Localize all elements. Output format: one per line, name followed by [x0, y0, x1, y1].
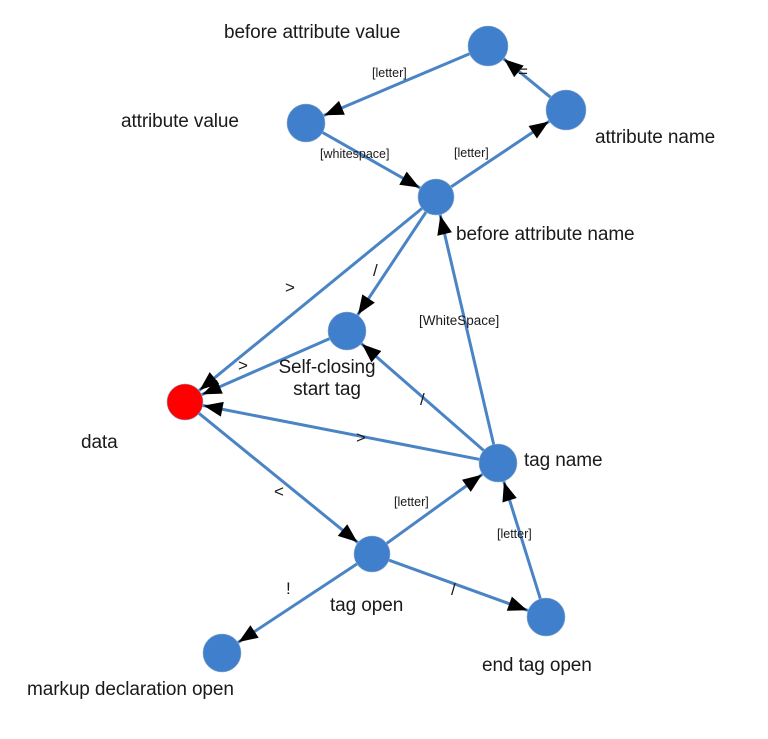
arrowhead-data-to-tag_open — [337, 524, 358, 543]
node-label-attribute_value: attribute value — [121, 111, 239, 132]
arrowhead-before_attribute_value-to-attribute_value — [324, 100, 345, 116]
node-label-data: data — [81, 432, 118, 453]
edge-label-attribute_value-to-before_attribute_name: [whitespace] — [320, 147, 390, 161]
edge-label-before_attribute_name-to-attribute_name: [letter] — [454, 146, 489, 160]
edge-self_closing_start_tag-to-data — [199, 336, 332, 397]
edge-label-data-to-tag_open: < — [274, 482, 284, 501]
node-tag_name[interactable] — [478, 443, 518, 483]
arrowhead-before_attribute_name-to-attribute_name — [528, 121, 549, 139]
edge-label-attribute_name-to-before_attribute_value: = — [518, 62, 528, 81]
arrowhead-before_attribute_name-to-self_closing_start_tag — [358, 294, 375, 315]
node-tag_open[interactable] — [353, 535, 391, 573]
node-label-attribute_name: attribute name — [595, 127, 716, 148]
edge-label-tag_open-to-markup_declaration_open: ! — [286, 579, 291, 598]
edge-before_attribute_name-to-data — [197, 206, 424, 393]
arrowhead-self_closing_start_tag-to-data — [202, 379, 223, 395]
arrowhead-tag_open-to-tag_name — [461, 474, 482, 492]
node-label-tag_name: tag name — [524, 450, 603, 471]
node-attribute_name[interactable] — [545, 89, 587, 131]
node-data[interactable] — [166, 383, 204, 421]
arrowhead-tag_name-to-before_attribute_name — [437, 215, 452, 236]
edge-label-self_closing_start_tag-to-data: > — [238, 356, 248, 375]
node-label-markup_declaration_open: markup declaration open — [27, 679, 234, 700]
node-before_attribute_value[interactable] — [467, 25, 509, 67]
edge-label-tag_name-to-before_attribute_name: [WhiteSpace] — [419, 313, 500, 328]
edge-tag_open-to-end_tag_open — [387, 558, 530, 613]
edge-label-before_attribute_name-to-self_closing_start_tag: / — [373, 261, 378, 280]
edge-label-tag_open-to-end_tag_open: / — [451, 580, 456, 599]
edge-tag_name-to-self_closing_start_tag — [359, 341, 486, 453]
node-label-before_attribute_value: before attribute value — [224, 22, 401, 43]
edge-label-tag_open-to-tag_name: [letter] — [394, 495, 429, 509]
node-label-end_tag_open: end tag open — [482, 655, 592, 676]
node-end_tag_open[interactable] — [526, 597, 566, 637]
arrowhead-before_attribute_name-to-data — [199, 372, 220, 390]
arrowhead-tag_name-to-data — [203, 401, 224, 417]
edge-label-end_tag_open-to-tag_name: [letter] — [497, 527, 532, 541]
arrowhead-attribute_name-to-before_attribute_value — [504, 59, 524, 78]
edge-tag_name-to-data — [201, 403, 481, 462]
edge-label-tag_name-to-self_closing_start_tag: / — [420, 390, 425, 409]
nodes-layer — [166, 25, 587, 673]
arrowheads-layer — [199, 59, 549, 642]
node-markup_declaration_open[interactable] — [202, 633, 242, 673]
arrowhead-end_tag_open-to-tag_name — [502, 482, 517, 503]
node-before_attribute_name[interactable] — [417, 178, 455, 216]
edge-tag_name-to-before_attribute_name — [438, 213, 496, 446]
node-label-before_attribute_name: before attribute name — [456, 224, 635, 245]
edge-before_attribute_value-to-attribute_value — [321, 52, 472, 118]
arrowhead-tag_open-to-markup_declaration_open — [238, 625, 259, 642]
arrowhead-tag_name-to-self_closing_start_tag — [362, 344, 382, 363]
node-self_closing_start_tag[interactable] — [327, 311, 367, 351]
edge-data-to-tag_open — [197, 411, 360, 545]
edge-label-tag_name-to-data: > — [356, 428, 366, 447]
node-label-tag_open: tag open — [330, 595, 404, 616]
edge-tag_open-to-markup_declaration_open — [236, 562, 359, 645]
arrowhead-tag_open-to-end_tag_open — [506, 596, 528, 611]
node-attribute_value[interactable] — [286, 103, 326, 143]
arrowhead-attribute_value-to-before_attribute_name — [399, 171, 420, 188]
edge-label-before_attribute_value-to-attribute_value: [letter] — [372, 66, 407, 80]
node-label-self_closing_start_tag: Self-closing start tag — [278, 357, 376, 401]
edge-label-before_attribute_name-to-data: > — [285, 278, 295, 297]
